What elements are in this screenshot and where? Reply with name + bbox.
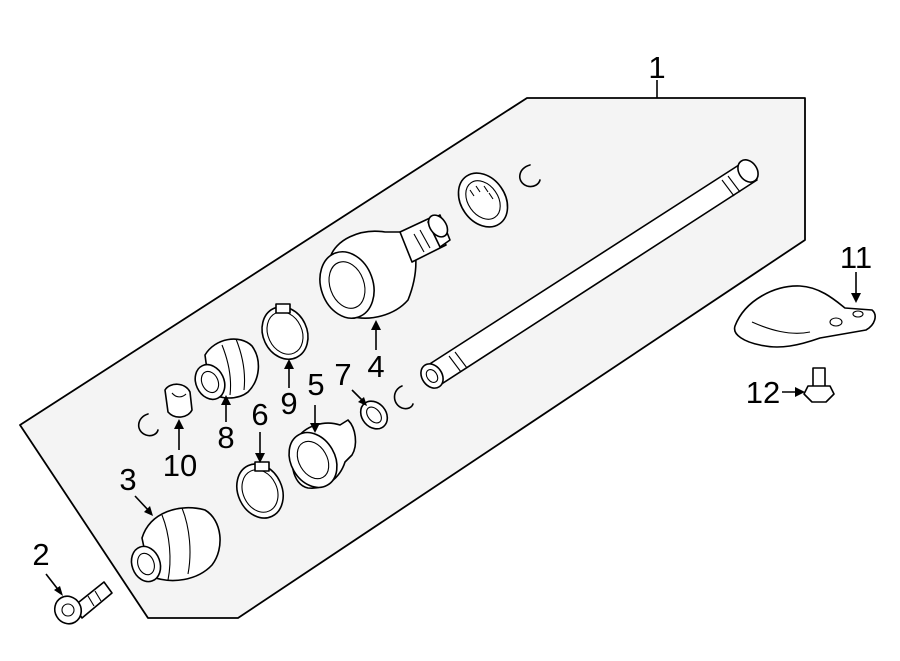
callout-9: 9	[280, 386, 297, 421]
leader-lines	[45, 80, 861, 596]
callout-8: 8	[217, 420, 234, 455]
callout-1: 1	[648, 50, 665, 85]
callout-7: 7	[334, 357, 351, 392]
axle-shaft	[420, 159, 759, 389]
clamp-upper	[261, 303, 309, 360]
callout-12: 12	[746, 375, 780, 410]
retaining-clip	[164, 383, 193, 418]
callout-11: 11	[840, 240, 872, 275]
mounting-bolt	[803, 367, 835, 403]
callout-5: 5	[307, 367, 324, 402]
outer-boot	[194, 338, 260, 401]
callout-10: 10	[163, 448, 197, 483]
snap-ring-upper	[519, 164, 541, 188]
large-boot	[130, 506, 221, 583]
cv-joint-outer	[319, 214, 451, 319]
axle-assembly-panel	[19, 97, 806, 619]
clamp-lower	[236, 461, 284, 519]
callout-6: 6	[251, 397, 268, 432]
callout-3: 3	[119, 462, 136, 497]
callout-4: 4	[367, 349, 384, 384]
seal-ring	[457, 172, 509, 228]
bolt	[53, 581, 113, 625]
snap-ring-middle	[393, 385, 414, 410]
snap-ring-left	[137, 413, 159, 437]
heat-shield-bracket	[733, 285, 876, 348]
inner-boot	[288, 419, 357, 489]
callout-2: 2	[32, 537, 49, 572]
